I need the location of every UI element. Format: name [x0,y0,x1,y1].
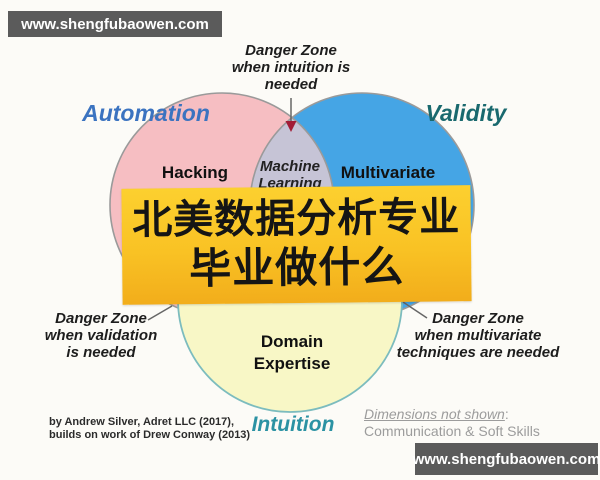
dimensions-note-colon: : [504,406,509,422]
danger-zone-right-note: Danger Zone when multivariate techniques… [397,310,560,361]
dimensions-note-title-text: Dimensions not shown [364,406,505,422]
credits-line2: builds on work of Drew Conway (2013) [49,429,251,441]
danger-right-line1: Danger Zone [432,310,524,327]
danger-left-line3: is needed [66,344,136,361]
danger-zone-top-note: Danger Zone when intuition is needed [232,42,350,93]
intuition-label: Intuition [251,413,335,436]
credits-line1: by Andrew Silver, Adret LLC (2017), [49,416,235,428]
domain-expertise-line1: Domain [260,332,324,351]
dimensions-note: Dimensions not shown: Communication & So… [364,406,540,440]
danger-top-line3: needed [264,76,318,93]
domain-expertise-region-label: Domain Expertise [254,331,331,375]
watermark-top: www.shengfubaowen.com [8,11,222,37]
danger-top-line1: Danger Zone [245,42,337,59]
danger-right-line2: when multivariate [414,327,542,344]
right-danger-leader-line [402,301,428,319]
left-danger-leader-line [147,305,173,321]
danger-left-line1: Danger Zone [55,310,147,327]
dimensions-note-title: Dimensions not shown: [364,406,540,423]
headline-line2: 毕业做什么 [188,242,405,293]
credits-note: by Andrew Silver, Adret LLC (2017), buil… [49,416,250,442]
validity-label: Validity [425,100,507,126]
danger-zone-left-note: Danger Zone when validation is needed [45,310,158,361]
machine-learning-line1: Machine [259,158,320,175]
top-danger-arrowhead-icon [285,121,297,132]
dimensions-note-body: Communication & Soft Skills [364,423,540,439]
headline-line1: 北美数据分析专业 [132,195,461,243]
multivariate-region-label: Multivariate [340,163,436,182]
danger-left-line2: when validation [44,327,158,344]
watermark-bottom: www.shengfubaowen.com [413,443,600,475]
headline-banner: 北美数据分析专业 毕业做什么 [121,185,472,305]
domain-expertise-line2: Expertise [253,354,331,373]
hacking-region-label: Hacking [161,163,229,182]
automation-label: Automation [82,100,210,126]
danger-right-line3: techniques are needed [396,344,560,361]
danger-top-line2: when intuition is [231,59,351,76]
